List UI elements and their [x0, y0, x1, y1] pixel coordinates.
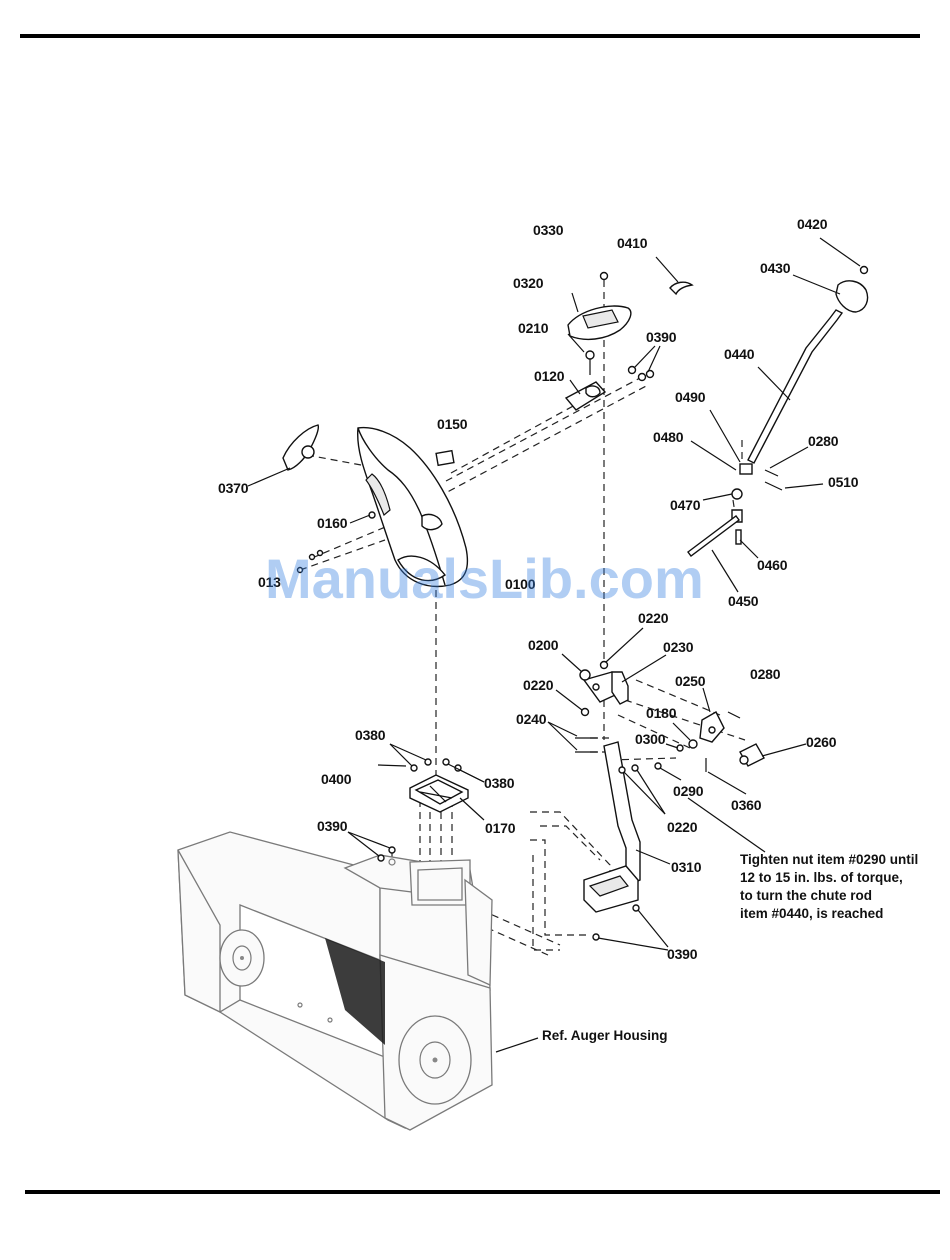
bolt-0210: [585, 350, 595, 375]
bolt-0400: [377, 764, 407, 767]
note-line-1: Tighten nut item #0290 until: [740, 852, 918, 867]
assembly-dashed-lines: [299, 280, 746, 956]
label-0380-a: 0380: [355, 727, 386, 743]
auger-housing: [177, 831, 493, 1131]
label-0310: 0310: [671, 859, 702, 875]
bearing-0180: [688, 739, 698, 749]
pin-0460: [735, 529, 742, 545]
bracket-0120: [564, 381, 607, 411]
label-0290: 0290: [673, 783, 704, 799]
label-0150: 0150: [437, 416, 468, 432]
label-0370: 0370: [218, 480, 249, 496]
label-0430: 0430: [760, 260, 791, 276]
label-0460: 0460: [757, 557, 788, 573]
label-0470: 0470: [670, 497, 701, 513]
label-0410: 0410: [617, 235, 648, 251]
nut-0220-c1: [618, 766, 626, 774]
label-0220-b: 0220: [523, 677, 554, 693]
label-0250: 0250: [675, 673, 706, 689]
label-0100-partial: 0100: [505, 576, 536, 592]
note-line-2: 12 to 15 in. lbs. of torque,: [740, 870, 903, 885]
bracket-0250: [699, 711, 725, 743]
note-line-3: to turn the chute rod: [740, 888, 872, 903]
callout-labels: 0330 0410 0420 0430 0320 0210 0390 0440 …: [218, 216, 859, 962]
label-0450: 0450: [728, 593, 759, 609]
torque-note: Tighten nut item #0290 until 12 to 15 in…: [740, 852, 918, 921]
label-0220-c: 0220: [667, 819, 698, 835]
support-base: [583, 865, 639, 913]
label-0360: 0360: [731, 797, 762, 813]
label-0260: 0260: [806, 734, 837, 750]
deflector-handle: [282, 424, 320, 471]
nuts-0390-mid: [377, 846, 396, 862]
watermark: ManualsLib.com: [265, 547, 704, 610]
label-0320: 0320: [513, 275, 544, 291]
label-0280-mid: 0280: [750, 666, 781, 682]
ref-auger-housing-label: Ref. Auger Housing: [542, 1028, 668, 1043]
label-0120: 0120: [534, 368, 565, 384]
base-plate-0170: [409, 774, 469, 813]
label-0440: 0440: [724, 346, 755, 362]
label-0210: 0210: [518, 320, 549, 336]
nut-0330: [599, 271, 609, 281]
label-0380-b: 0380: [484, 775, 515, 791]
label-0280-top: 0280: [808, 433, 839, 449]
chute-cap: [567, 305, 632, 341]
nuts-0390-top: [627, 365, 655, 382]
spring-0260: [739, 743, 765, 767]
discharge-chute: [356, 426, 469, 588]
pin-0510: [764, 481, 783, 491]
pin-0280-top: [764, 469, 779, 477]
label-decal: [435, 449, 455, 467]
label-0160: 0160: [317, 515, 348, 531]
label-0330: 0330: [533, 222, 564, 238]
label-013-partial: 013: [258, 574, 281, 590]
label-0420: 0420: [797, 216, 828, 232]
nut-0390-bot1: [632, 904, 640, 912]
label-0200: 0200: [528, 637, 559, 653]
label-0400: 0400: [321, 771, 352, 787]
nut-0200: [579, 669, 591, 681]
chute-rod: [747, 309, 844, 464]
mount-bracket-0230: [582, 671, 629, 705]
nut-0220-a: [599, 660, 609, 670]
bolts-0240: [575, 737, 598, 753]
callout-leaders: [247, 237, 861, 1053]
nut-0220-b: [580, 707, 590, 717]
label-0390-bot: 0390: [667, 946, 698, 962]
pin-0280-mid: [727, 711, 741, 719]
label-0180: 0180: [646, 705, 677, 721]
label-0390-top: 0390: [646, 329, 677, 345]
label-0230: 0230: [663, 639, 694, 655]
label-0510: 0510: [828, 474, 859, 490]
rod-coupler: [731, 463, 753, 523]
label-0220-a: 0220: [638, 610, 669, 626]
clip-0410: [669, 281, 694, 296]
label-0390-mid: 0390: [317, 818, 348, 834]
control-knob: [835, 265, 869, 313]
label-0480: 0480: [653, 429, 684, 445]
lower-rod-0450: [687, 515, 740, 557]
label-0240: 0240: [516, 711, 547, 727]
nut-0220-c2: [631, 764, 639, 772]
label-0300: 0300: [635, 731, 666, 747]
nut-0390-bot2: [592, 933, 600, 941]
label-0170: 0170: [485, 820, 516, 836]
nut-0290: [654, 762, 662, 770]
label-0490: 0490: [675, 389, 706, 405]
note-line-4: item #0440, is reached: [740, 906, 883, 921]
